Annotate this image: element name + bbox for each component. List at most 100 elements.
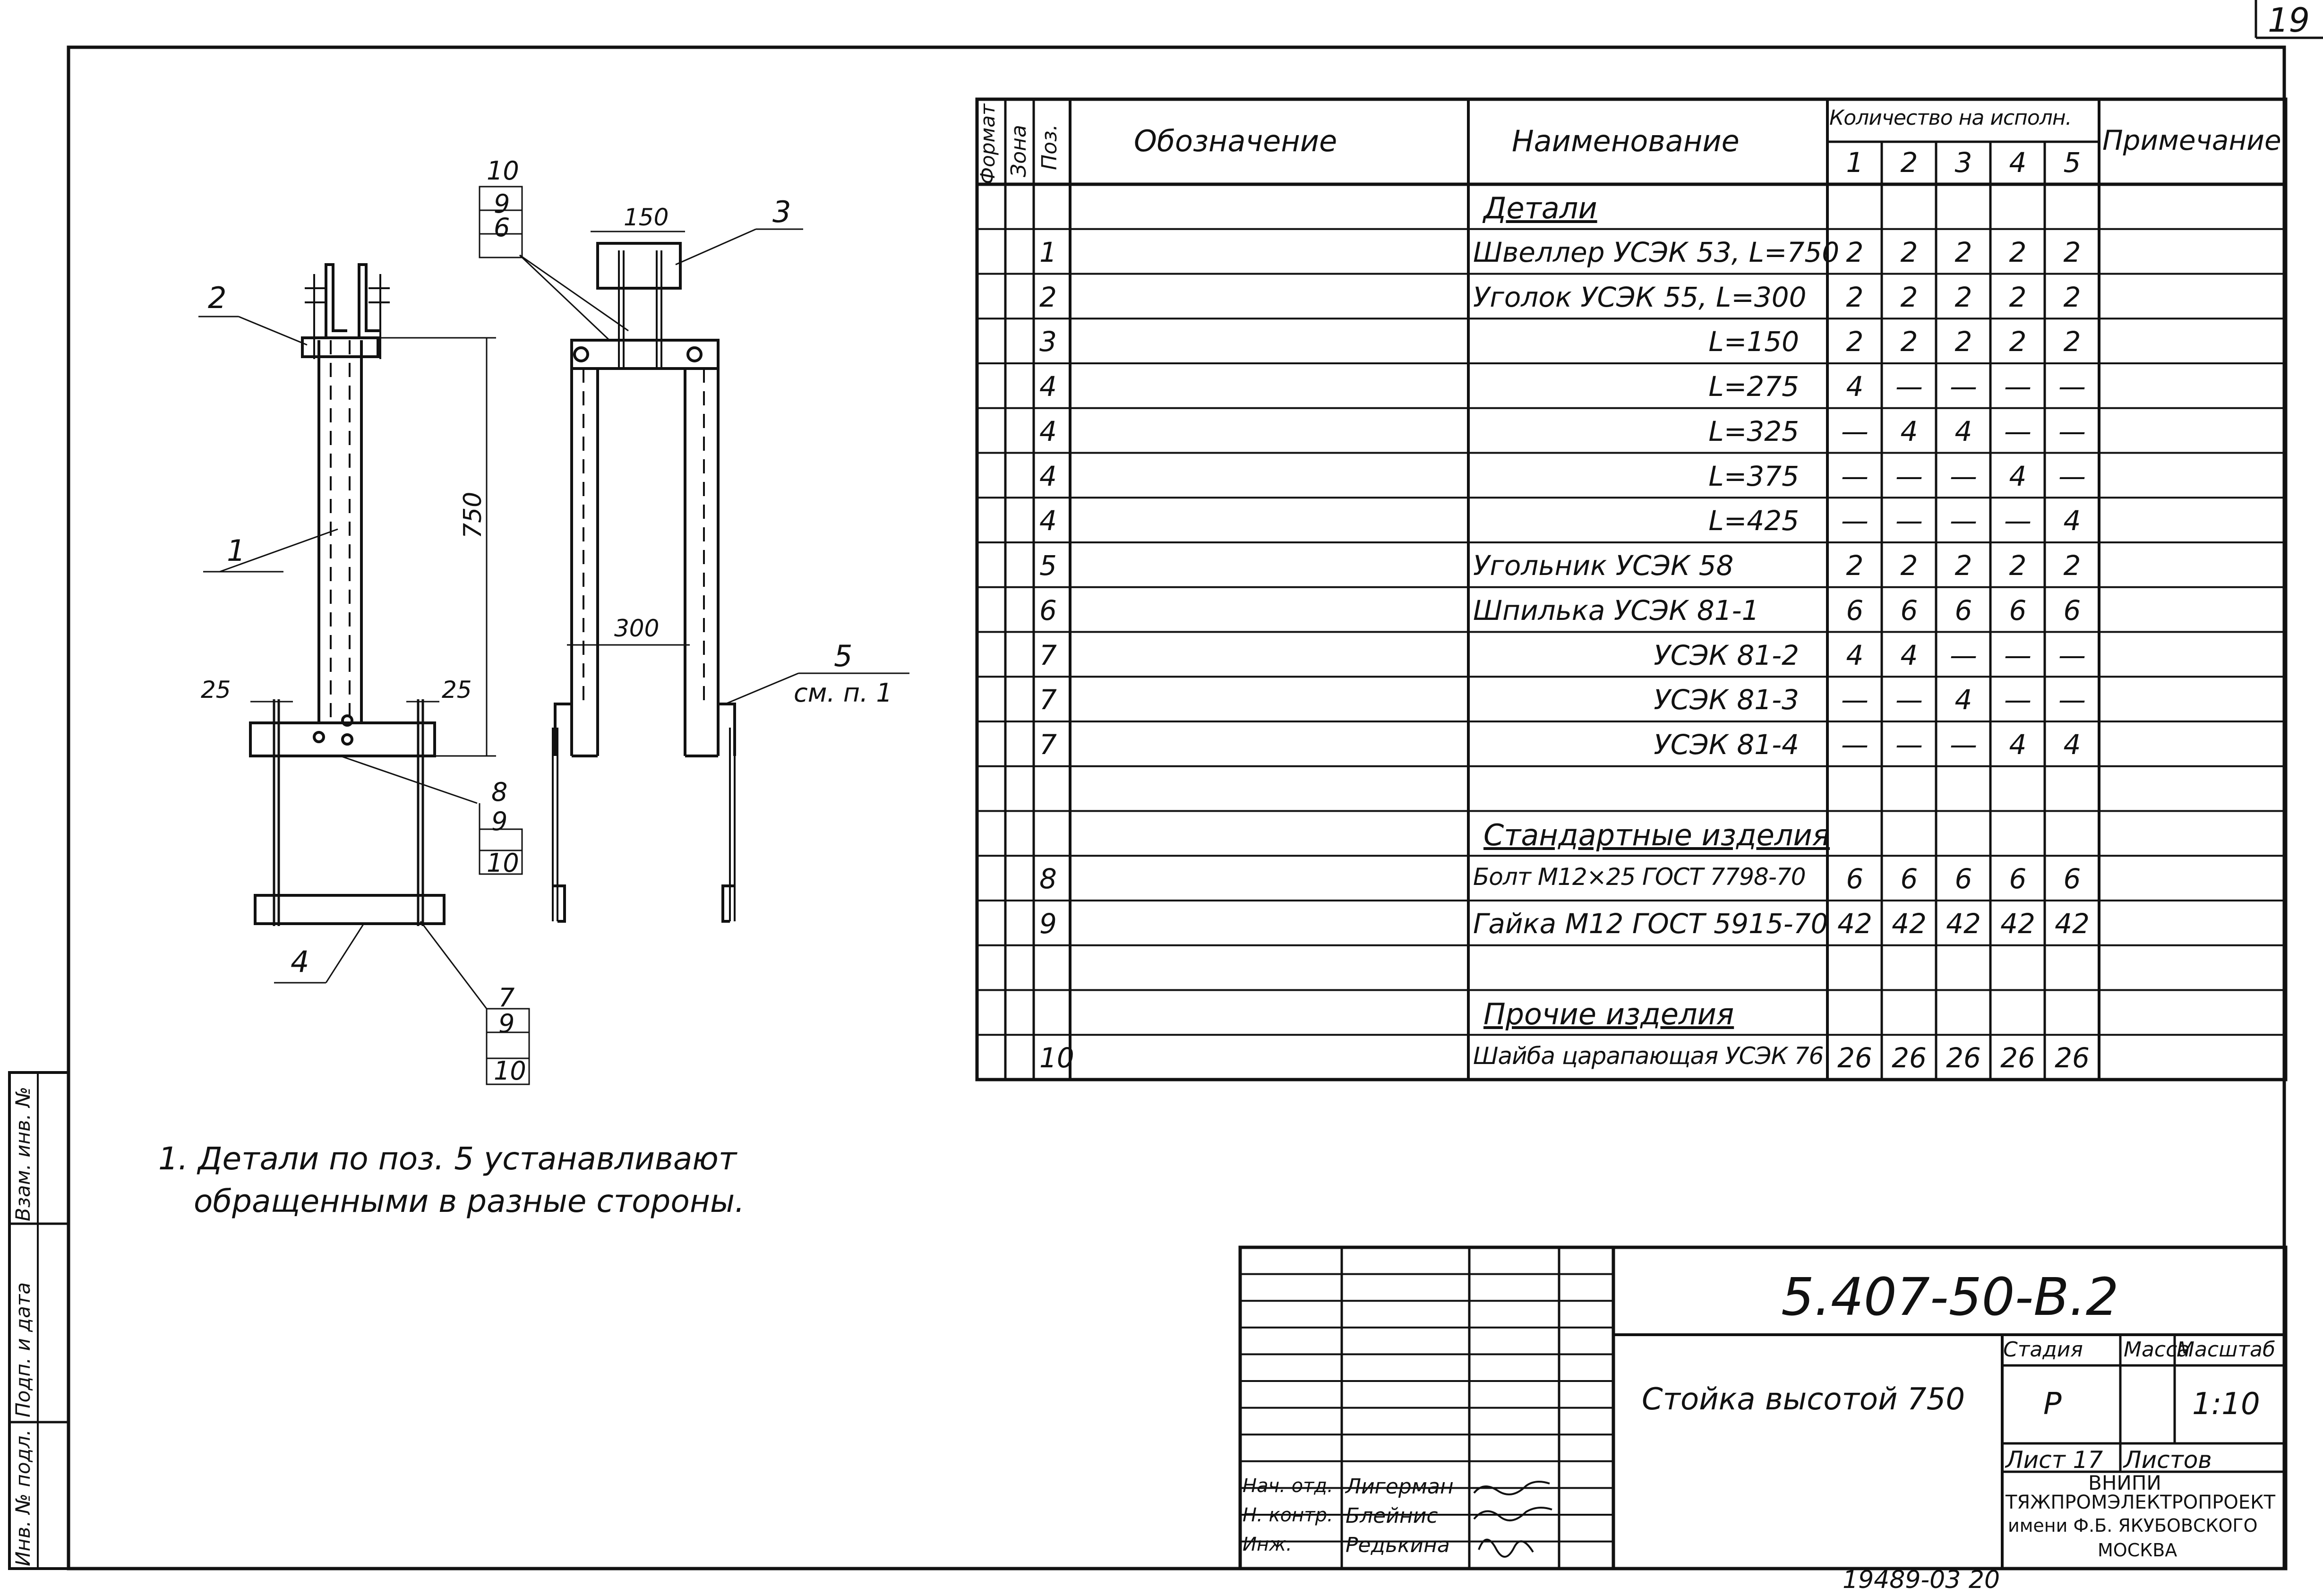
spec-cell-qty: — (2058, 370, 2086, 403)
spec-cell-name: L=375 (1708, 460, 1799, 492)
header-designation: Обозначение (1134, 124, 1337, 158)
spec-cell-qty: 6 (1846, 594, 1864, 626)
variant-header: 2 (1900, 146, 1918, 179)
variant-header: 1 (1846, 146, 1864, 179)
org-line-2: ТЯЖПРОМЭЛЕКТРОПРОЕКТ (2006, 1492, 2276, 1513)
spec-cell-qty: 2 (1846, 281, 1864, 313)
header-format: Формат (976, 103, 999, 184)
dim-150: 150 (624, 204, 669, 231)
sheets-total: Листов (2124, 1446, 2212, 1474)
spec-cell-name: УСЭК 81-4 (1654, 729, 1799, 761)
spec-cell-qty: 2 (1900, 236, 1918, 268)
spec-cell-qty: — (1895, 460, 1923, 492)
title-block-person: Редькина (1346, 1533, 1450, 1557)
header-qty: Количество на исполн. (1829, 106, 2072, 130)
org-line-1: ВНИПИ (2088, 1471, 2161, 1494)
spec-cell-qty: 6 (1954, 594, 1972, 626)
variant-header: 3 (1954, 146, 1972, 179)
label-group-top-6: 6 (494, 213, 510, 242)
spec-cell-name: Швеллер УСЭК 53, L=750 (1473, 236, 1840, 268)
spec-cell-qty: 6 (2063, 863, 2081, 895)
spec-cell-qty: 2 (2009, 549, 2027, 582)
spec-cell-qty: 4 (2063, 729, 2081, 761)
spec-cell-qty: 2 (2063, 549, 2081, 582)
spec-cell-qty: 6 (1846, 863, 1864, 895)
label-part-5: 5 (834, 639, 853, 673)
doc-title: Стойка высотой 750 (1642, 1382, 1965, 1417)
spec-cell-qty: 42 (2055, 908, 2090, 940)
spec-cell-qty: 4 (1954, 415, 1972, 447)
label-group-bot-10: 10 (494, 1056, 526, 1086)
dim-750: 750 (459, 491, 487, 539)
spec-cell-qty: — (1841, 505, 1869, 537)
spec-cell-qty: — (2004, 639, 2032, 671)
spec-cell-pos: 7 (1039, 729, 1057, 761)
spec-cell-qty: 4 (1900, 415, 1918, 447)
spec-cell-qty: — (2004, 505, 2032, 537)
spec-cell-pos: 4 (1039, 505, 1057, 537)
spec-cell-pos: 10 (1039, 1042, 1074, 1074)
spec-cell-pos: 6 (1039, 594, 1057, 626)
spec-cell-qty: — (2058, 639, 2086, 671)
sheet-bottom-code: 19489-03 20 (1843, 1566, 2000, 1594)
spec-cell-name: L=325 (1708, 415, 1799, 447)
spec-cell-pos: 8 (1039, 863, 1057, 895)
title-block-role: Н. контр. (1243, 1504, 1333, 1526)
front-view (198, 263, 496, 1009)
spec-cell-qty: — (1841, 415, 1869, 447)
spec-cell-pos: 7 (1039, 639, 1057, 671)
note-line-2: обращенными в разные стороны. (194, 1183, 745, 1219)
sheet-number: Лист 17 (2006, 1446, 2103, 1474)
spec-cell-pos: 2 (1039, 281, 1057, 313)
label-group-mid-9: 9 (491, 807, 508, 836)
spec-cell-qty: 4 (1900, 639, 1918, 671)
spec-cell-qty: — (2004, 370, 2032, 403)
title-block-row-lines (1240, 1273, 1613, 1543)
spec-cell-qty: 2 (2063, 236, 2081, 268)
label-part-1: 1 (227, 533, 246, 568)
spec-cell-qty: 2 (1954, 236, 1972, 268)
sheet-frame (67, 45, 2286, 1570)
spec-cell-qty: — (1895, 729, 1923, 761)
side-view (519, 228, 909, 923)
spec-cell-qty: 42 (1946, 908, 1981, 940)
spec-cell-name: Угольник УСЭК 58 (1473, 549, 1734, 582)
spec-cell-qty: — (2004, 415, 2032, 447)
scale-label: Масштаб (2177, 1338, 2276, 1362)
spec-cell-pos: 7 (1039, 684, 1057, 716)
spec-cell-qty: 2 (1900, 326, 1918, 358)
front-view-label-boxes (479, 803, 530, 1085)
dim-25-right: 25 (442, 676, 472, 704)
spec-cell-qty: 6 (2009, 863, 2027, 895)
spec-cell-pos: 4 (1039, 370, 1057, 403)
spec-cell-qty: — (1895, 684, 1923, 716)
header-pos: Поз. (1037, 124, 1062, 170)
spec-cell-qty: 2 (2009, 236, 2027, 268)
sheet-corner-number: 19 (2268, 1, 2310, 40)
spec-cell-qty: 2 (2063, 281, 2081, 313)
stage-label: Стадия (2003, 1338, 2083, 1362)
dim-25-left: 25 (201, 676, 231, 704)
spec-cell-name: L=275 (1708, 370, 1799, 403)
spec-cell-qty: 2 (1846, 326, 1864, 358)
spec-cell-name: УСЭК 81-2 (1654, 639, 1799, 671)
label-part-5-note: см. п. 1 (794, 678, 892, 708)
spec-cell-qty: — (1895, 370, 1923, 403)
spec-cell-qty: — (1950, 729, 1977, 761)
stage-value: Р (2043, 1387, 2062, 1422)
spec-cell-pos: 4 (1039, 460, 1057, 492)
note-line-1: 1. Детали по поз. 5 устанавливают (158, 1141, 737, 1177)
spec-cell-qty: 6 (2009, 594, 2027, 626)
spec-cell-qty: 4 (2009, 460, 2027, 492)
spec-cell-qty: 4 (1954, 684, 1972, 716)
spec-cell-pos: 4 (1039, 415, 1057, 447)
spec-cell-qty: 2 (1954, 281, 1972, 313)
label-group-top-9: 9 (494, 189, 510, 219)
scale-value: 1:10 (2192, 1387, 2260, 1422)
header-note: Примечание (2102, 124, 2281, 156)
label-part-2: 2 (208, 281, 227, 315)
spec-cell-qty: 26 (1837, 1042, 1872, 1074)
title-block-role: Нач. отд. (1243, 1475, 1333, 1497)
spec-cell-qty: 2 (2009, 281, 2027, 313)
